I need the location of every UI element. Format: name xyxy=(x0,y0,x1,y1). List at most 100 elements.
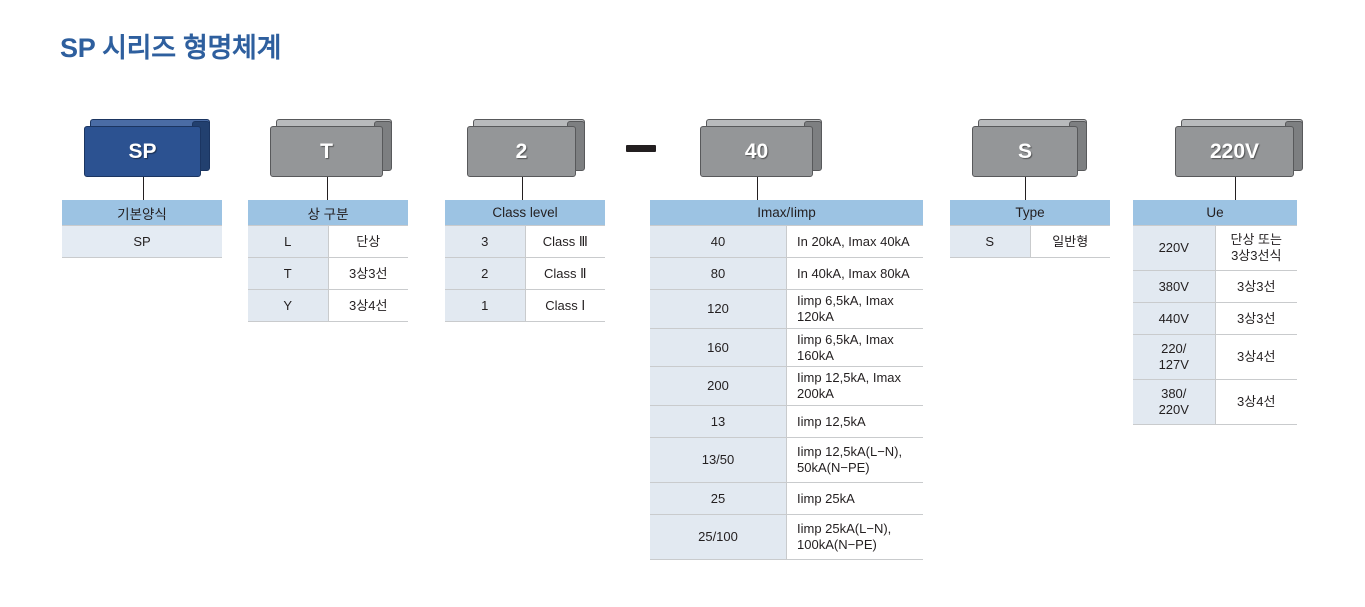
cell-value: Class Ⅰ xyxy=(525,289,605,322)
code-box-imax-iimp[interactable]: 40 xyxy=(700,119,822,177)
connector-line-base-form xyxy=(143,177,144,200)
cell-value: Class Ⅱ xyxy=(525,257,605,290)
cell-value: In 40kA, Imax 80kA xyxy=(786,257,923,290)
cell-key: 380V xyxy=(1133,270,1216,303)
connector-line-phase xyxy=(327,177,328,200)
connector-line-ue xyxy=(1235,177,1236,200)
cell-value: Iimp 12,5kA xyxy=(786,405,923,439)
table-header-row: Imax/Iimp xyxy=(650,200,923,226)
code-box-label: 220V xyxy=(1175,126,1294,177)
cell-value: 3상4선 xyxy=(328,289,408,322)
cell-value: Iimp 25kA(L−N),100kA(N−PE) xyxy=(786,514,923,561)
code-box-class-level[interactable]: 2 xyxy=(467,119,585,177)
cell-value: Iimp 6,5kA, Imax 160kA xyxy=(786,327,923,368)
cell-value: Iimp 12,5kA(L−N),50kA(N−PE) xyxy=(786,437,923,484)
cell-key: 380/220V xyxy=(1133,379,1216,425)
cell-key: 220/127V xyxy=(1133,334,1216,380)
cell-key: 25 xyxy=(650,482,787,516)
column-header-type: Type xyxy=(950,200,1110,226)
cell-key: 2 xyxy=(445,257,526,290)
cell-key: 440V xyxy=(1133,302,1216,335)
cell-value: Class Ⅲ xyxy=(525,225,605,258)
cell-key: Y xyxy=(248,289,329,322)
page-title: SP 시리즈 형명체계 xyxy=(60,33,282,63)
cell-key: 13/50 xyxy=(650,437,787,484)
column-header-base-form: 기본양식 xyxy=(62,200,222,226)
table-row: SP xyxy=(62,225,222,258)
code-box-label: SP xyxy=(84,126,201,177)
cell-value: Iimp 12,5kA, Imax 200kA xyxy=(786,366,923,407)
cell-value: Iimp 6,5kA, Imax 120kA xyxy=(786,289,923,329)
cell-value: 3상4선 xyxy=(1215,379,1297,425)
cell-key: 160 xyxy=(650,327,787,368)
cell-key: 40 xyxy=(650,225,787,258)
cell-value: 3상3선 xyxy=(1215,302,1297,335)
cell-key: L xyxy=(248,225,329,258)
connector-line-class-level xyxy=(522,177,523,200)
connector-line-imax-iimp xyxy=(757,177,758,200)
cell-value: 단상 xyxy=(328,225,408,258)
connector-line-type xyxy=(1025,177,1026,200)
table-header-row: 기본양식 xyxy=(62,200,222,226)
code-box-label: S xyxy=(972,126,1078,177)
cell-key: 25/100 xyxy=(650,514,787,561)
table-header-row: Type xyxy=(950,200,1110,226)
cell-key: 1 xyxy=(445,289,526,322)
cell-value: 3상3선 xyxy=(1215,270,1297,303)
dash-separator-icon xyxy=(626,145,656,152)
cell-value: 3상3선 xyxy=(328,257,408,290)
table-header-row: Class level xyxy=(445,200,605,226)
column-header-ue: Ue xyxy=(1133,200,1297,226)
cell-key: 200 xyxy=(650,366,787,407)
table-header-row: 상 구분 xyxy=(248,200,408,226)
cell-key: T xyxy=(248,257,329,290)
code-box-ue[interactable]: 220V xyxy=(1175,119,1303,177)
cell-key: 80 xyxy=(650,257,787,290)
code-box-phase[interactable]: T xyxy=(270,119,392,177)
cell-key: 220V xyxy=(1133,225,1216,271)
cell-value: In 20kA, Imax 40kA xyxy=(786,225,923,258)
code-box-base-form[interactable]: SP xyxy=(84,119,210,177)
column-header-phase: 상 구분 xyxy=(248,200,408,226)
cell-value: Iimp 25kA xyxy=(786,482,923,516)
cell-key: S xyxy=(950,225,1031,258)
code-box-label: T xyxy=(270,126,383,177)
code-box-label: 2 xyxy=(467,126,576,177)
column-header-class-level: Class level xyxy=(445,200,605,226)
cell-value: 3상4선 xyxy=(1215,334,1297,380)
table-header-row: Ue xyxy=(1133,200,1297,226)
code-box-label: 40 xyxy=(700,126,813,177)
cell-key: 13 xyxy=(650,405,787,439)
cell-key: 3 xyxy=(445,225,526,258)
cell-key: 120 xyxy=(650,289,787,329)
code-box-type[interactable]: S xyxy=(972,119,1087,177)
